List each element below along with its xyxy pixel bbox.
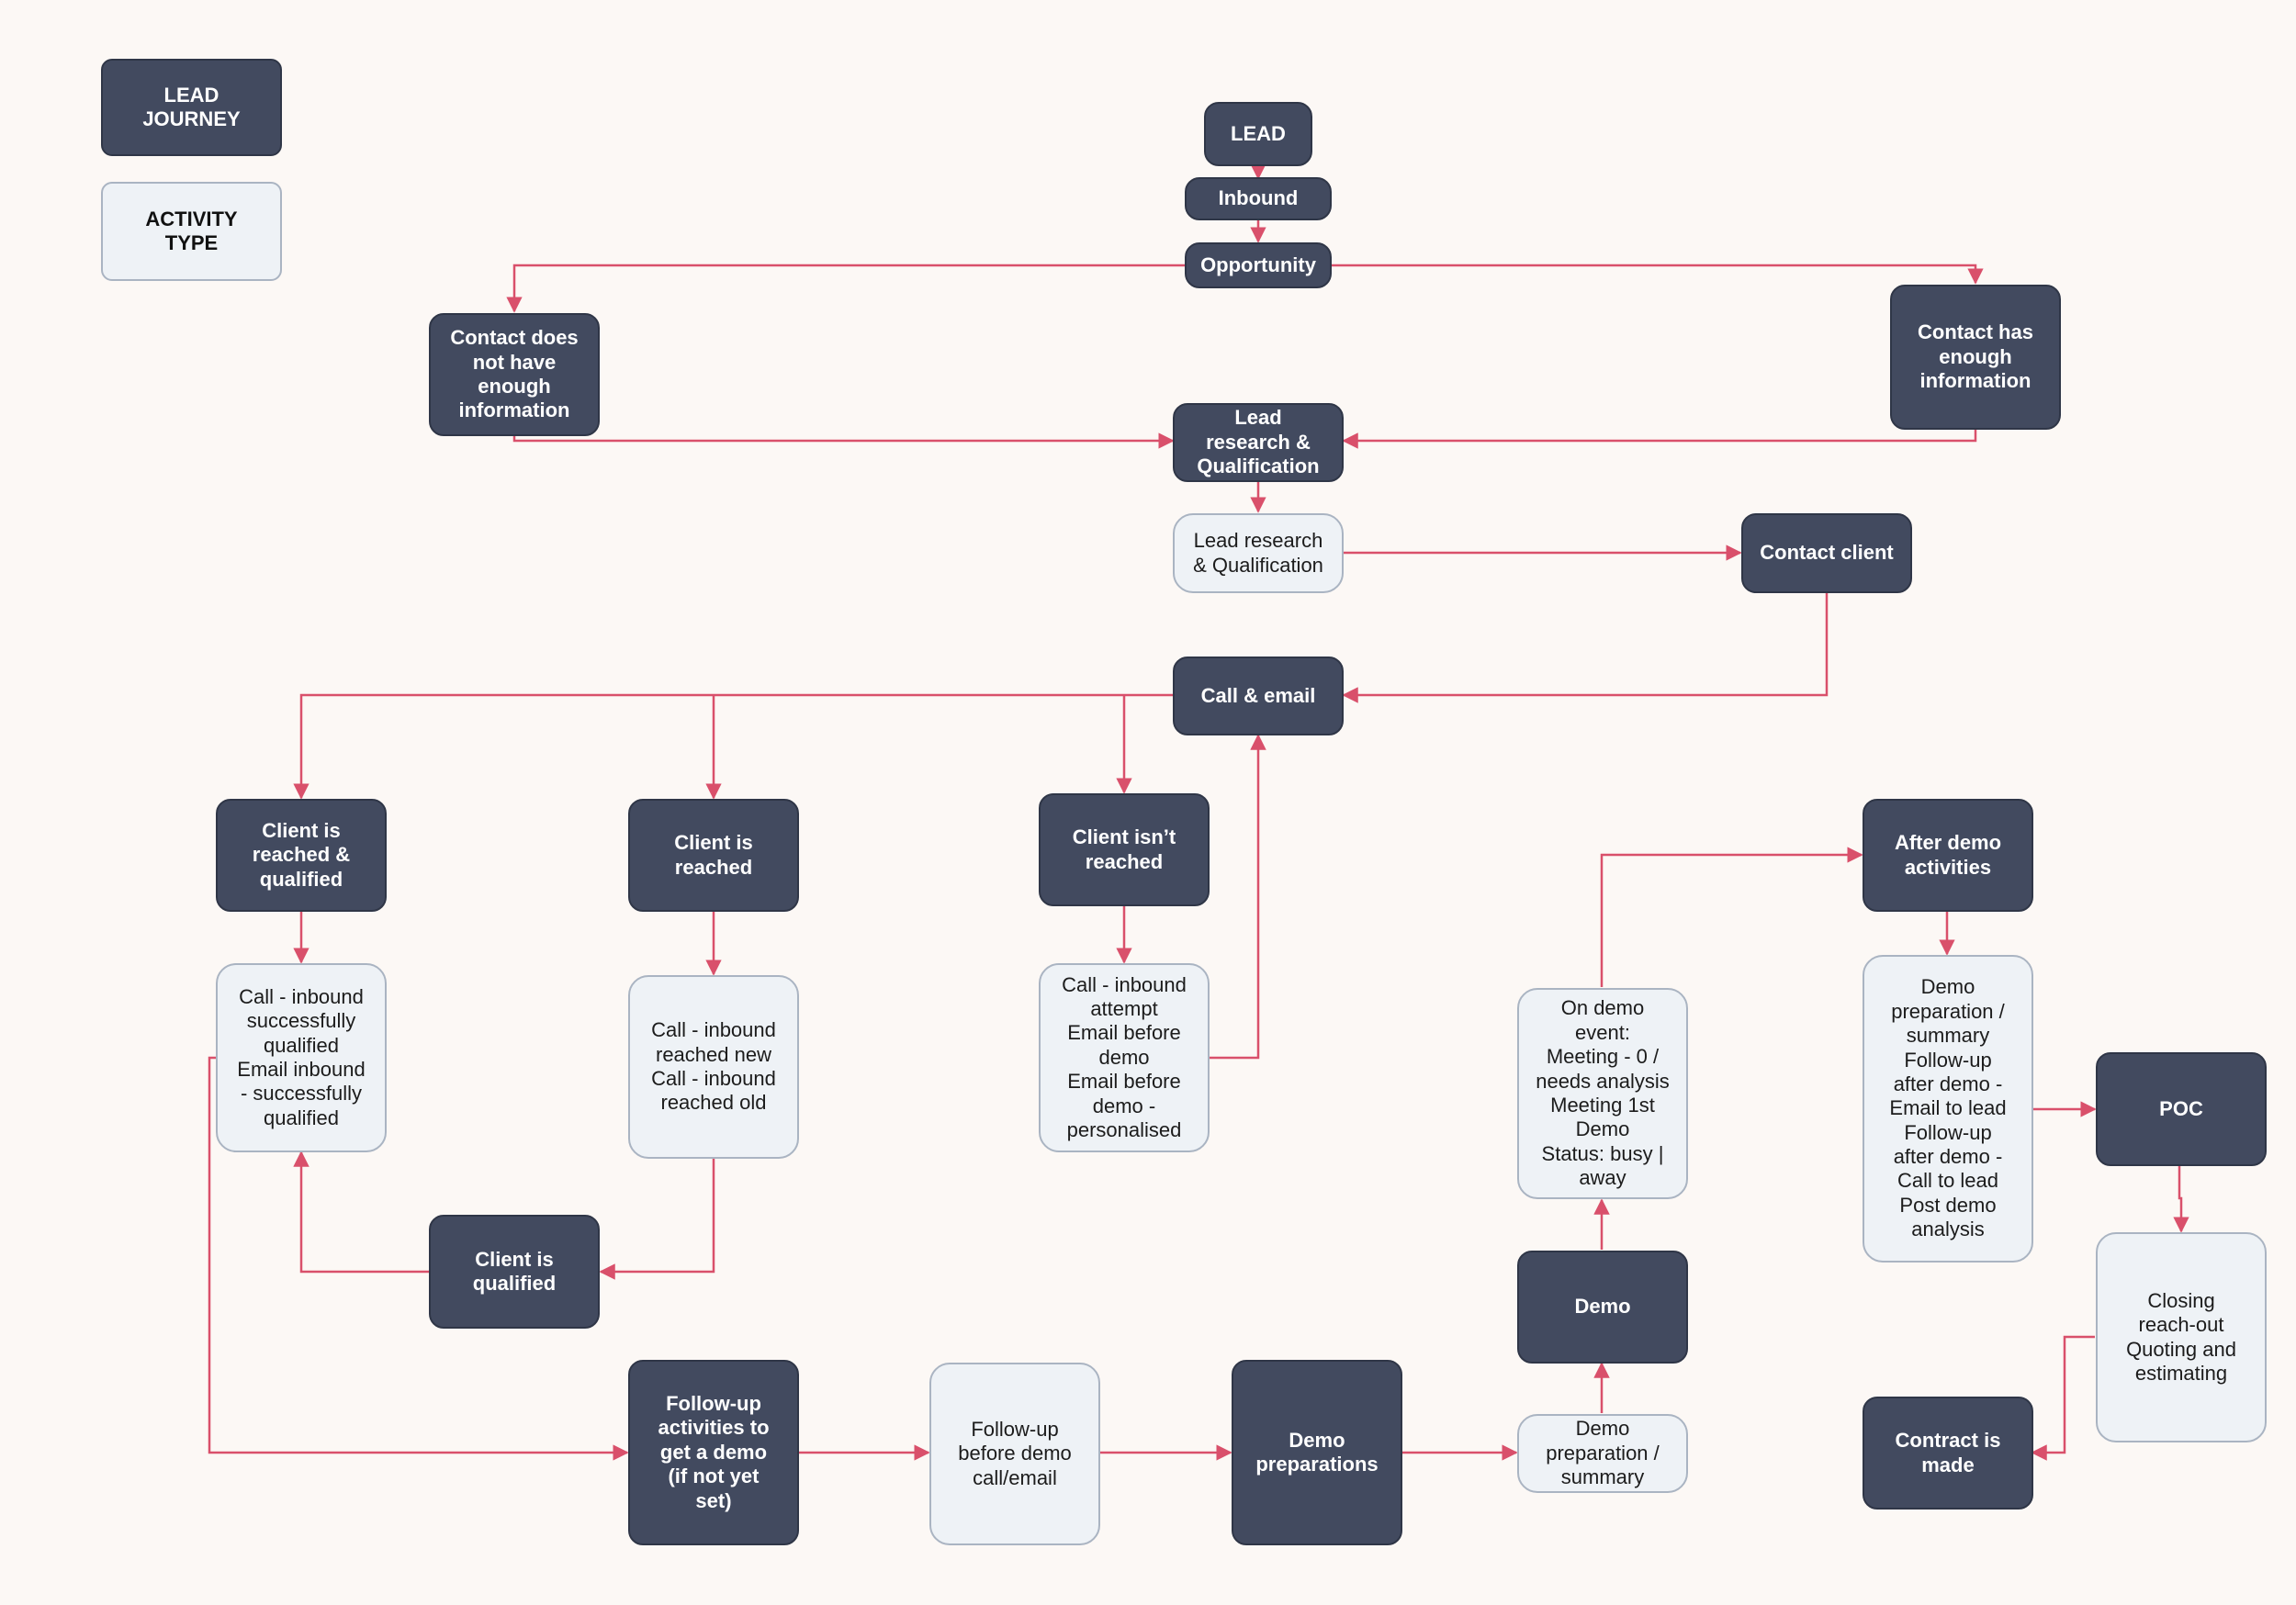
node-activity-not-reached[interactable]: Call - inbound attempt Email before demo… — [1039, 963, 1210, 1152]
node-lead[interactable]: LEAD — [1204, 102, 1312, 166]
node-lead-research-activity[interactable]: Lead research & Qualification — [1173, 513, 1344, 593]
node-opportunity[interactable]: Opportunity — [1185, 242, 1332, 288]
node-activity-qualified[interactable]: Call - inbound successfully qualified Em… — [216, 963, 387, 1152]
connector-reached-activity-to-client-qualified — [599, 1159, 715, 1280]
node-demo-prep-activity[interactable]: Demo preparation / summary — [1517, 1414, 1688, 1493]
node-contact-not-enough[interactable]: Contact does not have enough information — [429, 313, 600, 436]
connector-not-reached-activity-loop — [1210, 734, 1266, 1060]
connector-has-enough-to-research — [1342, 429, 1977, 449]
connector-poc-to-closing — [2173, 1166, 2189, 1233]
node-poc[interactable]: POC — [2096, 1052, 2267, 1166]
node-inbound[interactable]: Inbound — [1185, 177, 1332, 220]
node-closing-activity[interactable]: Closing reach-out Quoting and estimating — [2096, 1232, 2267, 1442]
node-contact-has-enough[interactable]: Contact has enough information — [1890, 285, 2061, 430]
node-client-not-reached[interactable]: Client isn’t reached — [1039, 793, 1210, 906]
node-followup-stage[interactable]: Follow-up activities to get a demo (if n… — [628, 1360, 799, 1545]
connector-not-enough-to-research — [512, 432, 1175, 449]
node-call-email[interactable]: Call & email — [1173, 657, 1344, 735]
legend-lead-journey: LEAD JOURNEY — [101, 59, 282, 156]
node-lead-research-stage[interactable]: Lead research & Qualification — [1173, 403, 1344, 482]
legend-activity-type: ACTIVITY TYPE — [101, 182, 282, 281]
node-demo-preparations[interactable]: Demo preparations — [1232, 1360, 1402, 1545]
node-after-demo-activity[interactable]: Demo preparation / summary Follow-up aft… — [1863, 955, 2033, 1263]
node-client-qualified[interactable]: Client is qualified — [429, 1215, 600, 1329]
node-contact-client[interactable]: Contact client — [1741, 513, 1912, 593]
node-client-reached-qualified[interactable]: Client is reached & qualified — [216, 799, 387, 912]
connector-contact-client-to-call-email — [1342, 592, 1829, 703]
node-contract-made[interactable]: Contract is made — [1863, 1397, 2033, 1510]
node-on-demo-event[interactable]: On demo event: Meeting - 0 / needs analy… — [1517, 988, 1688, 1199]
connector-call-email-to-reached-qualified — [293, 693, 1173, 800]
connector-on-demo-event-to-after-demo — [1600, 847, 1863, 987]
node-demo[interactable]: Demo — [1517, 1251, 1688, 1364]
connector-closing-to-contract — [2031, 1335, 2095, 1461]
connector-client-qualified-to-qualified-activity — [293, 1150, 429, 1274]
connector-qualified-activity-to-followup — [208, 1056, 629, 1461]
node-followup-activity[interactable]: Follow-up before demo call/email — [929, 1363, 1100, 1545]
node-activity-reached[interactable]: Call - inbound reached new Call - inboun… — [628, 975, 799, 1159]
connector-opportunity-to-not-enough — [506, 264, 1185, 313]
node-client-reached[interactable]: Client is reached — [628, 799, 799, 912]
node-after-demo[interactable]: After demo activities — [1863, 799, 2033, 912]
connector-opportunity-to-has-enough — [1332, 264, 1984, 285]
